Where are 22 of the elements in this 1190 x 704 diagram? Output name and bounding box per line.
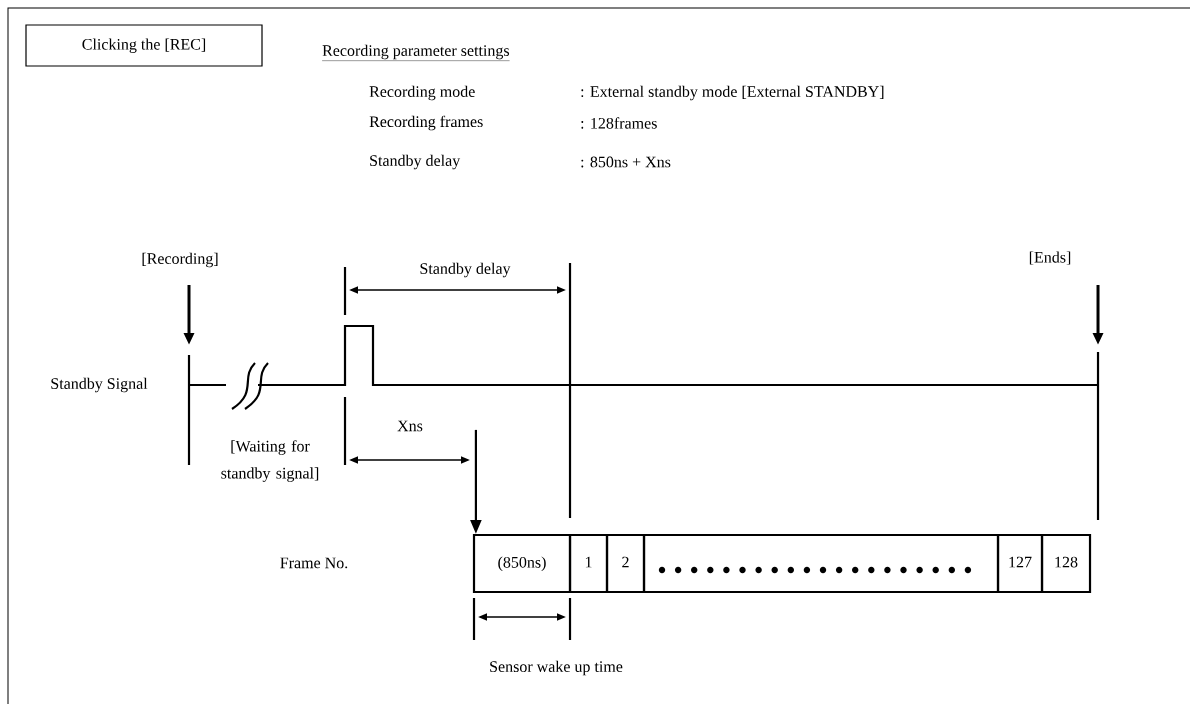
signal-name: Standby Signal [51,377,148,393]
dimension-label: Xns [397,420,423,432]
parameter-value: : External standby mode [External STANDBY] [581,85,884,101]
parameter-name: Recording frames [369,115,483,131]
frame-cell: 127 [996,533,1044,594]
event-label: [Recording] [142,252,218,268]
frame-cell: 2 [605,533,646,594]
parameter-value: : 128frames [581,117,657,129]
frame-cell [642,533,1000,594]
status-label: [Waiting for standby signal] [221,440,319,482]
frame-cell: 128 [1040,533,1092,594]
caption: Sensor wake up time [490,660,623,676]
section-heading: Recording parameter settings [321,44,510,61]
row-label: Frame No. [280,557,348,569]
parameter-name: Standby delay [370,154,461,170]
dimension-label: Standby delay [420,262,511,278]
button-box: Clicking the [REC] [25,24,263,67]
parameter-name: Recording mode [369,85,475,101]
frame-cell: 1 [568,533,609,594]
parameter-value: : 850ns + Xns [581,156,671,168]
frame-cell: (850ns) [472,533,572,594]
event-label: [Ends] [1029,251,1071,265]
